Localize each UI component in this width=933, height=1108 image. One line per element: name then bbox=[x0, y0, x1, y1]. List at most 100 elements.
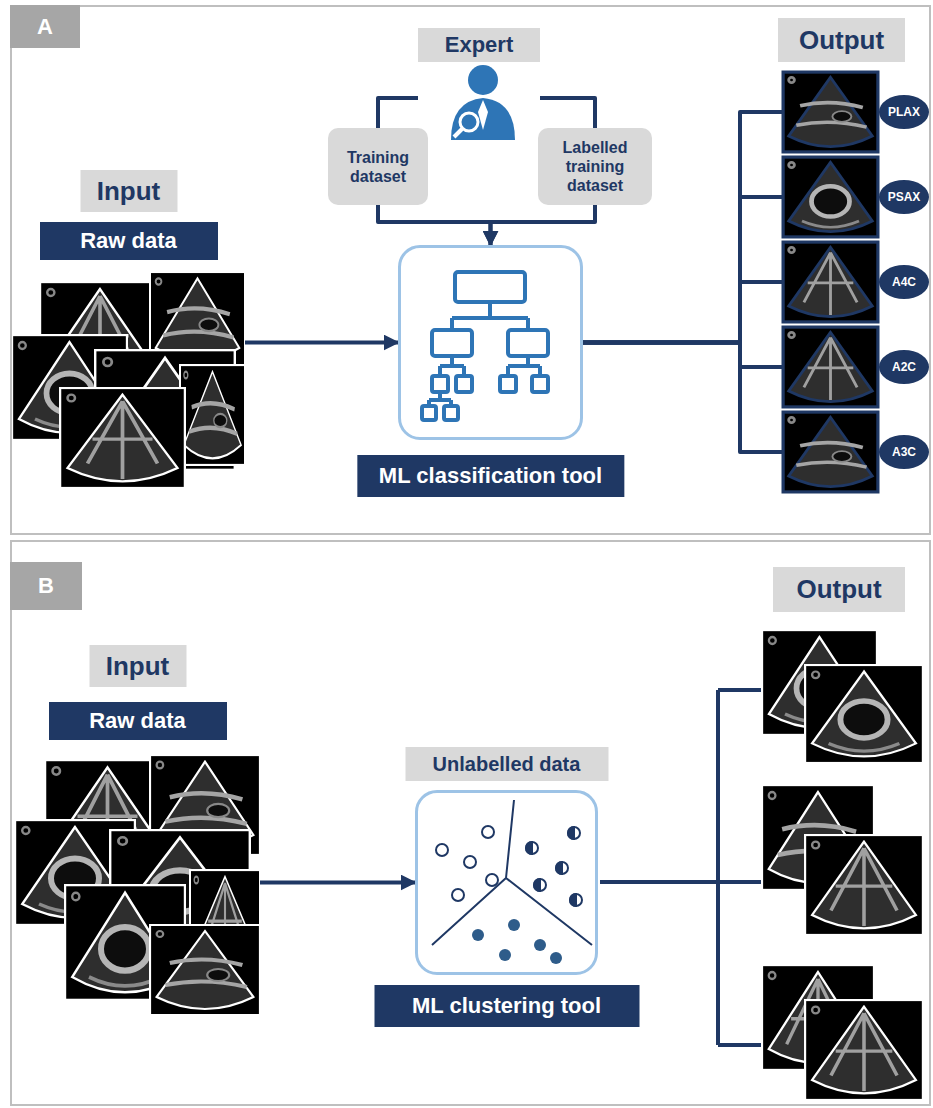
expert-body bbox=[451, 98, 515, 140]
connector bbox=[583, 343, 783, 453]
cluster-filled bbox=[472, 919, 562, 964]
data-point-half bbox=[534, 879, 540, 891]
view-label: A3C bbox=[892, 445, 916, 459]
echo-image bbox=[805, 1000, 923, 1100]
image-border bbox=[783, 157, 878, 237]
panel-letter: A bbox=[37, 14, 53, 40]
input-collage-a bbox=[12, 272, 245, 488]
tree-link bbox=[452, 302, 528, 330]
input-label: Input bbox=[97, 176, 161, 207]
data-point bbox=[499, 949, 511, 961]
output-view: PSAX bbox=[783, 157, 931, 237]
image-border bbox=[180, 365, 245, 465]
input-label: Input bbox=[106, 651, 170, 682]
tree-node bbox=[432, 376, 448, 392]
echo-image bbox=[783, 242, 878, 322]
expert-tie bbox=[478, 100, 488, 130]
raw-data-band-box: Raw data bbox=[40, 222, 218, 260]
tree-node bbox=[456, 376, 472, 392]
tree-node bbox=[444, 406, 458, 420]
dataset-text: Training dataset bbox=[334, 148, 422, 186]
tree-icon bbox=[422, 272, 548, 420]
data-point bbox=[472, 929, 484, 941]
tree-node bbox=[455, 272, 525, 302]
data-state-label-box: Unlabelled data bbox=[405, 747, 608, 781]
output-view: PLAX bbox=[783, 72, 931, 152]
data-point bbox=[482, 826, 494, 838]
tool-name-band-box: ML clustering tool bbox=[374, 985, 639, 1027]
data-point-half bbox=[568, 827, 574, 839]
connector bbox=[245, 341, 398, 345]
image-border bbox=[60, 388, 185, 488]
connector bbox=[260, 881, 415, 885]
output-view: A2C bbox=[783, 327, 931, 407]
output-images-b bbox=[762, 630, 923, 1100]
dataset-box: Labelled training dataset bbox=[538, 128, 652, 205]
image-border bbox=[783, 412, 878, 492]
echo-image bbox=[783, 157, 878, 237]
output-text: Output bbox=[799, 25, 884, 56]
data-point bbox=[486, 874, 498, 886]
image-border bbox=[783, 327, 878, 407]
output-label: Output bbox=[773, 567, 905, 612]
view-label: PSAX bbox=[888, 190, 921, 204]
connector bbox=[540, 98, 595, 128]
image-border bbox=[783, 242, 878, 322]
data-point bbox=[464, 856, 476, 868]
data-point-half bbox=[570, 894, 576, 906]
view-label-box: PSAX bbox=[879, 180, 929, 214]
connector bbox=[583, 282, 783, 343]
view-label-box: A2C bbox=[879, 350, 929, 384]
connector bbox=[583, 197, 783, 343]
output-images-a bbox=[783, 72, 878, 492]
output-view: A3C bbox=[783, 412, 931, 492]
data-state-label: Unlabelled data bbox=[433, 753, 581, 776]
panel-letter-box: B bbox=[10, 562, 82, 610]
expert: Expert bbox=[418, 28, 540, 150]
tree-node bbox=[432, 330, 472, 356]
tree-link bbox=[440, 356, 540, 376]
data-point bbox=[570, 894, 582, 906]
output-label: Output bbox=[778, 18, 905, 62]
input-group: InputRaw data bbox=[15, 645, 260, 1015]
connector bbox=[491, 205, 596, 245]
image-border bbox=[783, 72, 878, 152]
echo-image bbox=[783, 412, 878, 492]
echo-image bbox=[783, 72, 878, 152]
view-label: A2C bbox=[892, 360, 916, 374]
data-point bbox=[526, 842, 538, 854]
expert-icon bbox=[451, 65, 515, 140]
dataset-text: Labelled training dataset bbox=[544, 138, 646, 195]
view-label-box: A3C bbox=[879, 435, 929, 469]
tool-name-band: ML clustering tool bbox=[412, 993, 601, 1019]
image-border bbox=[805, 665, 923, 763]
data-point bbox=[534, 879, 546, 891]
data-point-half bbox=[556, 862, 562, 874]
input-group: InputRaw data bbox=[12, 170, 245, 490]
echo-image bbox=[805, 835, 923, 935]
magnifier bbox=[460, 113, 478, 131]
tree-node bbox=[422, 406, 436, 420]
data-point bbox=[436, 844, 448, 856]
cluster-open bbox=[436, 826, 498, 901]
cluster-plot bbox=[432, 800, 592, 964]
panel-letter: B bbox=[38, 573, 54, 599]
input-label-box: Input bbox=[89, 645, 186, 687]
tree-node bbox=[500, 376, 516, 392]
panel-letter-box: A bbox=[10, 5, 80, 48]
tool-name-band: ML classification tool bbox=[379, 463, 602, 489]
raw-data-band: Raw data bbox=[80, 228, 177, 254]
view-label-box: A4C bbox=[879, 265, 929, 299]
raw-data-band-box: Raw data bbox=[49, 702, 227, 740]
echo-image bbox=[180, 365, 245, 465]
data-point-half bbox=[526, 842, 532, 854]
expert-label-box: Expert bbox=[418, 28, 540, 62]
data-point bbox=[568, 827, 580, 839]
tree-link bbox=[429, 392, 451, 406]
classification-tool: ML classification tool bbox=[398, 245, 583, 440]
echo-image bbox=[150, 925, 260, 1015]
connector bbox=[378, 205, 491, 245]
